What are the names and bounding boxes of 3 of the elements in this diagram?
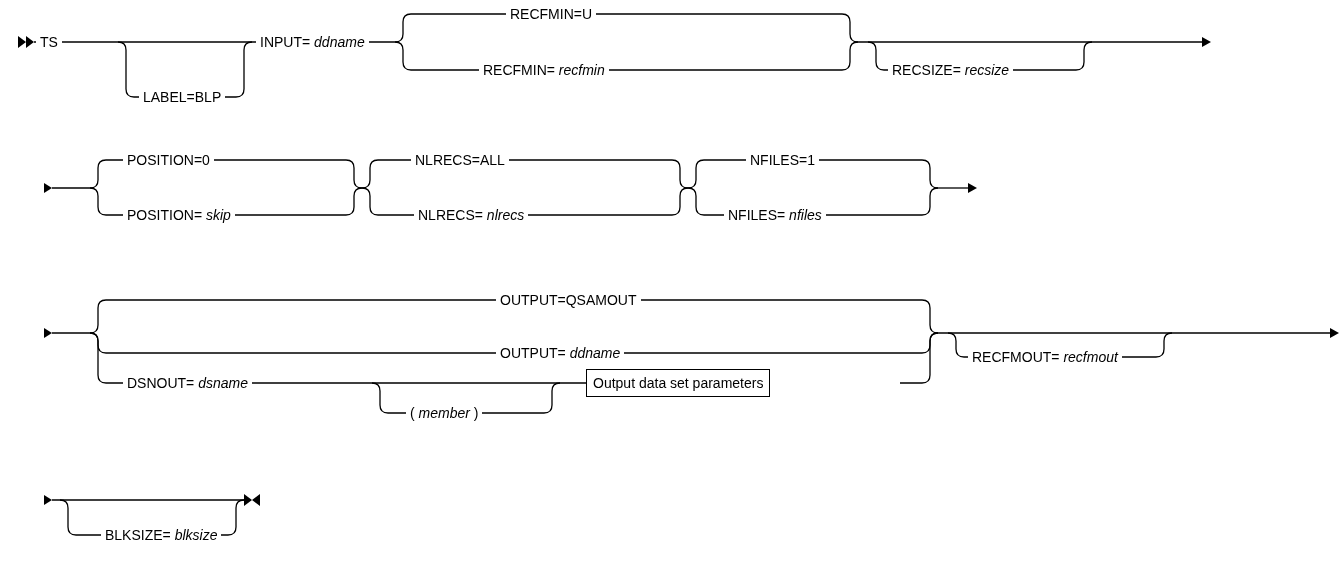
parameter-label: ( member ) <box>406 404 483 422</box>
parameter-label: POSITION= skip <box>123 206 235 224</box>
fragment-reference-box: Output data set parameters <box>586 369 771 397</box>
